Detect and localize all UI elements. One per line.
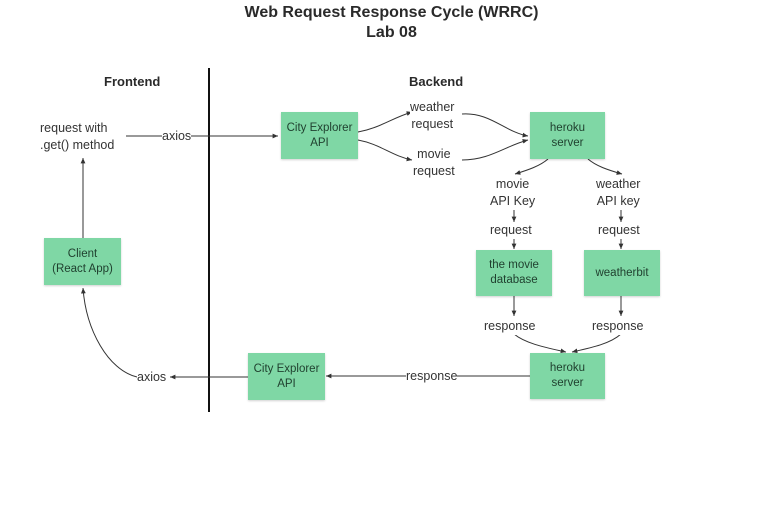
frontend-backend-divider	[208, 68, 210, 412]
edge-heroku-to-movie-key	[514, 158, 549, 175]
edge-city-to-movie-request	[357, 139, 413, 162]
movie-database-node: the movie database	[476, 250, 552, 296]
axios-label-top: axios	[162, 128, 192, 145]
weather-request-label: weather request	[410, 99, 455, 133]
weatherbit-node: weatherbit	[584, 250, 660, 296]
request-movie-label: request	[490, 222, 532, 239]
edge-weather-request-to-heroku	[461, 113, 529, 138]
movie-api-key-label: movie API Key	[490, 176, 536, 210]
edge-response-weather-to-heroku	[571, 333, 622, 354]
section-backend: Backend	[409, 74, 464, 89]
city-explorer-api-node-top: City Explorer API	[281, 112, 358, 159]
axios-label-bottom: axios	[137, 369, 167, 386]
response-weather-label: response	[592, 318, 644, 335]
weather-api-key-label: weather API key	[596, 176, 641, 210]
request-weather-label: request	[598, 222, 640, 239]
edge-axios-to-client	[80, 287, 138, 378]
edge-movie-request-to-heroku	[461, 139, 529, 161]
edge-heroku-to-weather-key	[587, 158, 623, 175]
response-movie-label: response	[484, 318, 536, 335]
client-react-app-node: Client (React App)	[44, 238, 121, 285]
diagram-subtitle: Lab 08	[366, 24, 417, 41]
section-frontend: Frontend	[104, 74, 161, 89]
city-explorer-api-node-bottom: City Explorer API	[248, 353, 325, 400]
response-bottom-label: response	[406, 368, 458, 385]
request-get-label: request with .get() method	[40, 120, 115, 154]
movie-request-label: movie request	[413, 146, 455, 180]
diagram-title: Web Request Response Cycle (WRRC)	[244, 4, 539, 21]
edge-city-to-weather-request	[357, 111, 413, 133]
edge-response-movie-to-heroku	[513, 333, 567, 354]
heroku-server-node-bottom: heroku server	[530, 353, 605, 399]
heroku-server-node-top: heroku server	[530, 112, 605, 159]
